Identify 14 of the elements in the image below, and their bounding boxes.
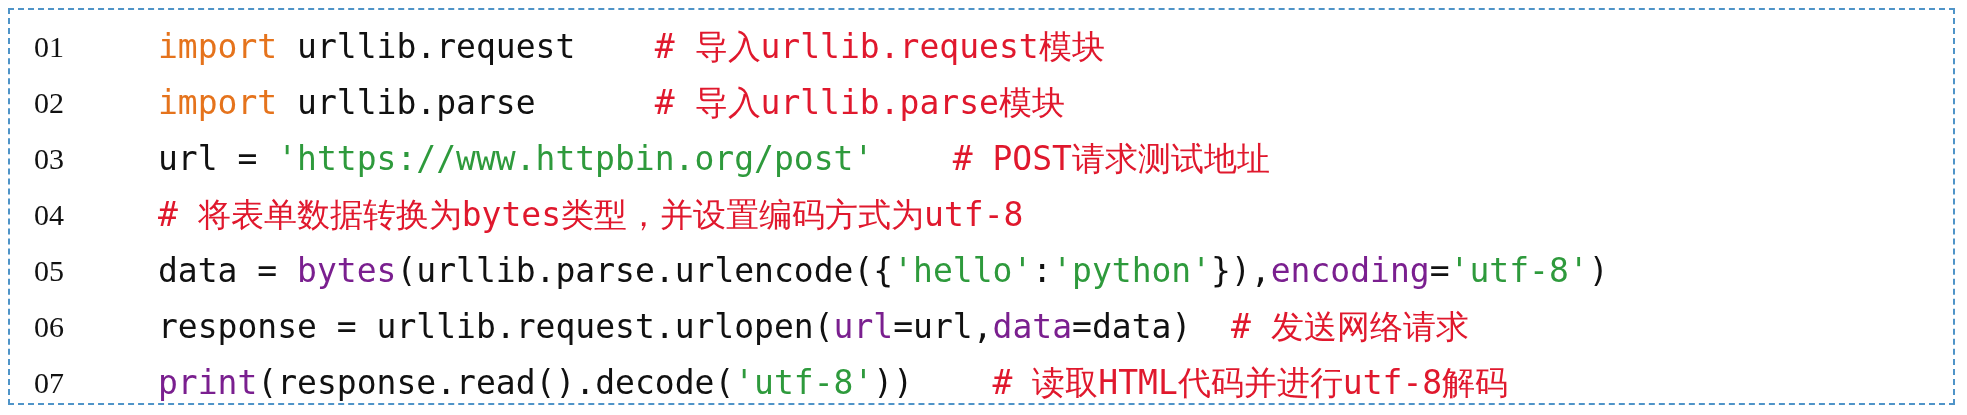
code-line: url = 'https://www.httpbin.org/post' # POST请求测试地址 xyxy=(158,139,1270,179)
line-number: 06 xyxy=(34,309,64,345)
code-line: import urllib.request # 导入urllib.request模块 xyxy=(158,27,1105,67)
line-number: 01 xyxy=(34,29,64,65)
code-line: # 将表单数据转换为bytes类型，并设置编码方式为utf-8 xyxy=(158,195,1024,235)
line-number: 05 xyxy=(34,253,64,289)
code-line: print(response.read().decode('utf-8')) # 读取HTML代码并进行utf-8解码 xyxy=(158,363,1509,403)
line-number: 02 xyxy=(34,85,64,121)
code-line: import urllib.parse # 导入urllib.parse模块 xyxy=(158,83,1065,123)
code-line: data = bytes(urllib.parse.urlencode({'hello':'python'}),encoding='utf-8') xyxy=(158,251,1609,291)
line-number: 04 xyxy=(34,197,64,233)
line-number: 07 xyxy=(34,365,64,401)
line-number: 03 xyxy=(34,141,64,177)
code-line: response = urllib.request.urlopen(url=url,data=data) # 发送网络请求 xyxy=(158,307,1469,347)
